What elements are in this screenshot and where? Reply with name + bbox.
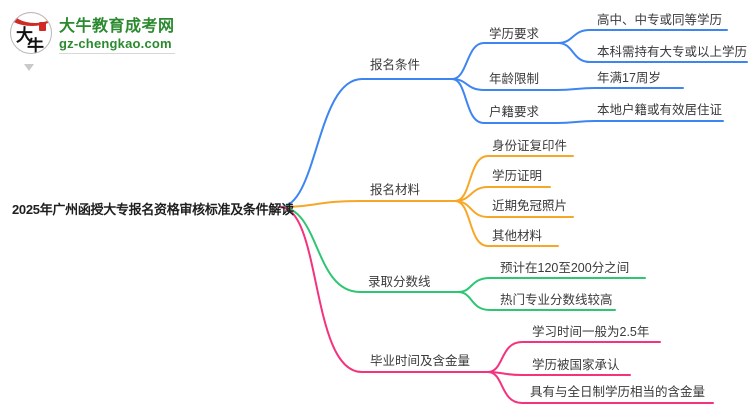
branch-line bbox=[279, 206, 459, 293]
branch-line bbox=[454, 200, 559, 247]
branch-line bbox=[451, 42, 559, 80]
logo-text-block: 大牛教育成考网 gz-chengkao.com bbox=[59, 12, 175, 54]
node-age-17: 年满17周岁 bbox=[597, 71, 661, 85]
node-equal-to-fulltime: 具有与全日制学历相当的含金量 bbox=[530, 385, 706, 399]
logo-bubble-tail bbox=[24, 64, 34, 71]
node-education-requirement: 学历要求 bbox=[489, 27, 540, 41]
logo-red-seal bbox=[39, 22, 46, 31]
branch-line bbox=[557, 42, 748, 63]
branch-line bbox=[487, 371, 714, 404]
node-study-2-5-years: 学习时间一般为2.5年 bbox=[532, 325, 650, 339]
node-state-recognized: 学历被国家承认 bbox=[532, 358, 620, 372]
branch-line bbox=[487, 371, 631, 376]
branch-line bbox=[454, 155, 574, 202]
branch-conditions-lines bbox=[279, 29, 748, 208]
branch-materials-lines bbox=[279, 155, 574, 247]
branch-scoreline-lines bbox=[279, 206, 646, 311]
site-name: 大牛教育成考网 bbox=[59, 18, 175, 35]
logo-red-cap-inner bbox=[12, 13, 51, 23]
branch-line bbox=[279, 200, 456, 208]
site-logo: 大 牛 大牛教育成考网 gz-chengkao.com bbox=[10, 12, 175, 71]
root-topic: 2025年广州函授大专报名资格审核标准及条件解读 bbox=[12, 202, 294, 217]
node-highschool-or-equivalent: 高中、中专或同等学历 bbox=[597, 13, 723, 27]
node-recent-photo: 近期免冠照片 bbox=[492, 199, 568, 213]
node-score-120-200: 预计在120至200分之间 bbox=[500, 261, 630, 275]
node-id-copy: 身份证复印件 bbox=[492, 139, 568, 153]
node-conditions: 报名条件 bbox=[370, 58, 421, 72]
branch-line bbox=[457, 291, 616, 311]
node-popular-major-higher: 热门专业分数线较高 bbox=[500, 293, 613, 307]
logo-char-niu: 牛 bbox=[27, 37, 44, 54]
node-bachelor-needs-college: 本科需持有大专或以上学历 bbox=[597, 45, 748, 59]
logo-char-da: 大 bbox=[16, 26, 33, 45]
node-age-limit: 年龄限制 bbox=[489, 72, 540, 86]
node-education-proof: 学历证明 bbox=[492, 169, 543, 183]
branch-line bbox=[487, 341, 661, 373]
branch-line bbox=[557, 29, 728, 44]
node-residence-requirement: 户籍要求 bbox=[489, 105, 540, 119]
branch-line bbox=[279, 78, 453, 208]
branch-line bbox=[451, 78, 684, 91]
branch-line bbox=[279, 206, 489, 373]
branch-line bbox=[457, 277, 646, 293]
branch-line bbox=[451, 78, 724, 124]
branch-graduation-lines bbox=[279, 206, 714, 404]
node-local-residence-permit: 本地户籍或有效居住证 bbox=[597, 103, 723, 117]
site-url: gz-chengkao.com bbox=[59, 36, 172, 51]
node-graduation-value: 毕业时间及含金量 bbox=[370, 354, 471, 368]
node-materials: 报名材料 bbox=[370, 183, 421, 197]
node-admission-score: 录取分数线 bbox=[368, 275, 431, 289]
bull-logo-icon: 大 牛 bbox=[10, 12, 52, 54]
node-other-materials: 其他材料 bbox=[492, 229, 543, 243]
